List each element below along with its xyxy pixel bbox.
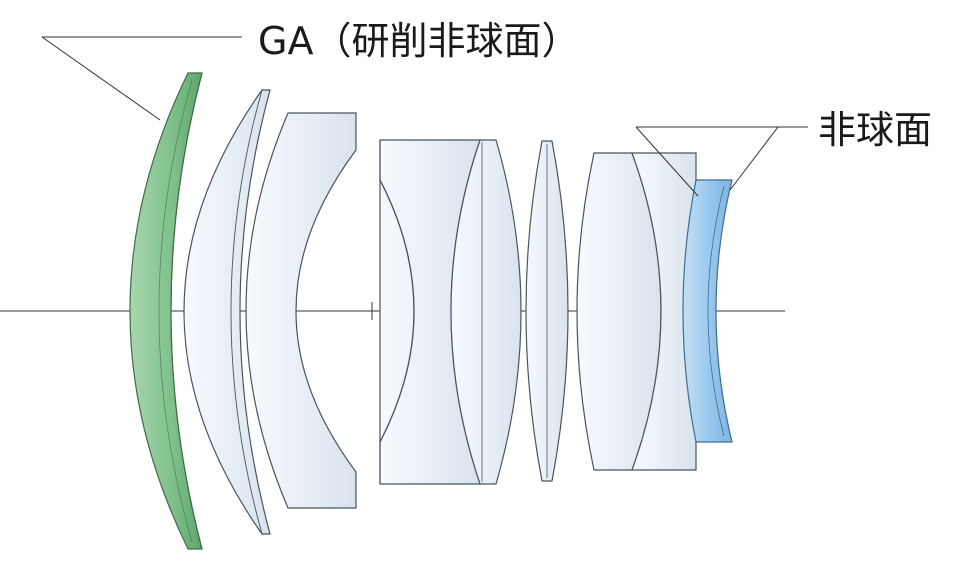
lens-element-2 [183, 89, 271, 535]
lens-element-5 [450, 139, 522, 485]
aspheric-label: 非球面 [818, 108, 932, 152]
lens-element-ga-inner [158, 79, 193, 543]
lens-element-2-edge [230, 89, 263, 535]
lens-element-ga-edge [170, 72, 203, 550]
aspheric-leader-left [635, 126, 699, 197]
lens-element-aspheric-inner [707, 185, 725, 437]
ga-leader-diagonal [41, 36, 161, 121]
lens-element-aspheric [682, 179, 733, 443]
ga-label: GA（研削非球面） [258, 19, 579, 63]
lens-element-4-body [379, 140, 415, 484]
aspheric-leader-right [729, 126, 779, 191]
lens-element-3 [245, 112, 357, 509]
